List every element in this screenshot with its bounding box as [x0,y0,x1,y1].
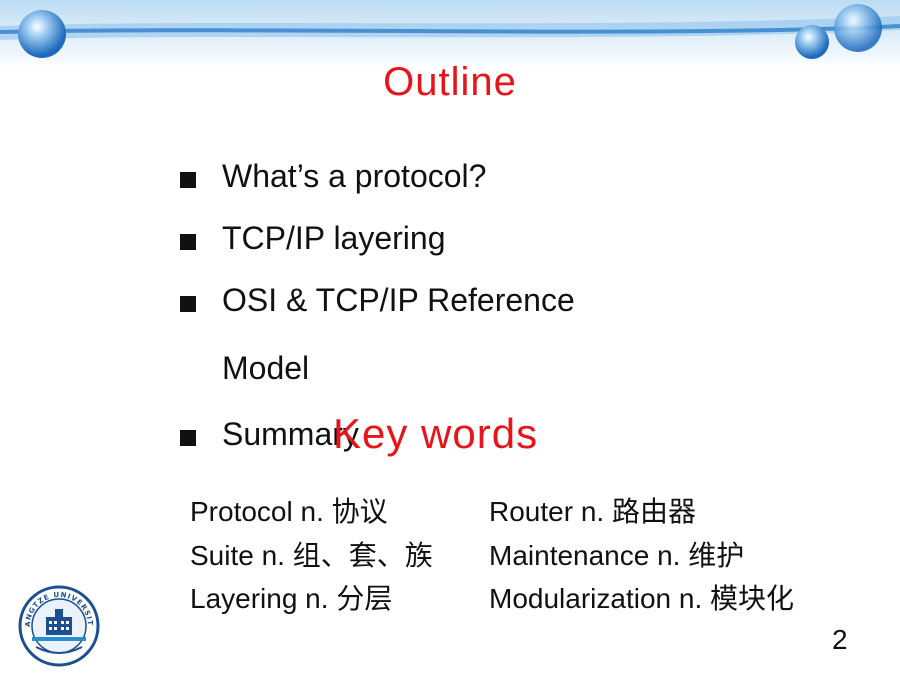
keyword-meaning: 协议 [331,495,388,528]
keyword-term: Maintenance n. [489,540,681,571]
keyword-entry: Layering n. 分层 [190,577,392,617]
bullet-square-icon [180,296,196,312]
keyword-entry: Protocol n. 协议 [190,490,388,530]
keyword-term: Modularization n. [489,583,703,614]
university-logo: YANGTZE UNIVERSITY [18,585,100,667]
keyword-term: Layering n. [190,583,329,614]
banner-orb-right [834,4,882,52]
keyword-term: Suite n. [190,540,285,571]
bullet-square-icon [180,172,196,188]
keyword-meaning: 维护 [688,539,745,572]
keyword-entry: Router n. 路由器 [489,490,696,530]
banner-orb-left [18,10,66,58]
bullet-square-icon [180,234,196,250]
header-banner [0,0,900,70]
keyword-meaning: 组、套、族 [292,539,433,572]
outline-item-text: TCP/IP layering [222,220,446,256]
keyword-term: Router n. [489,496,605,527]
page-number: 2 [832,624,848,655]
keyword-entry: Modularization n. 模块化 [489,577,794,617]
keyword-entry: Suite n. 组、套、族 [190,534,433,574]
outline-item-text: What’s a protocol? [222,158,487,194]
keyword-entry: Maintenance n. 维护 [489,534,744,574]
outline-item-text: Summary [222,416,359,452]
outline-item-text: OSI & TCP/IP Reference [222,282,575,318]
keyword-meaning: 路由器 [611,495,696,528]
keyword-meaning: 模块化 [710,582,795,615]
banner-orb-small [795,25,829,59]
slide-title: Outline [383,60,517,104]
bullet-square-icon [180,430,196,446]
keywords-title: Key words [333,410,539,457]
keyword-meaning: 分层 [336,582,393,615]
outline-item-continuation: Model [222,350,310,386]
keyword-term: Protocol n. [190,496,324,527]
